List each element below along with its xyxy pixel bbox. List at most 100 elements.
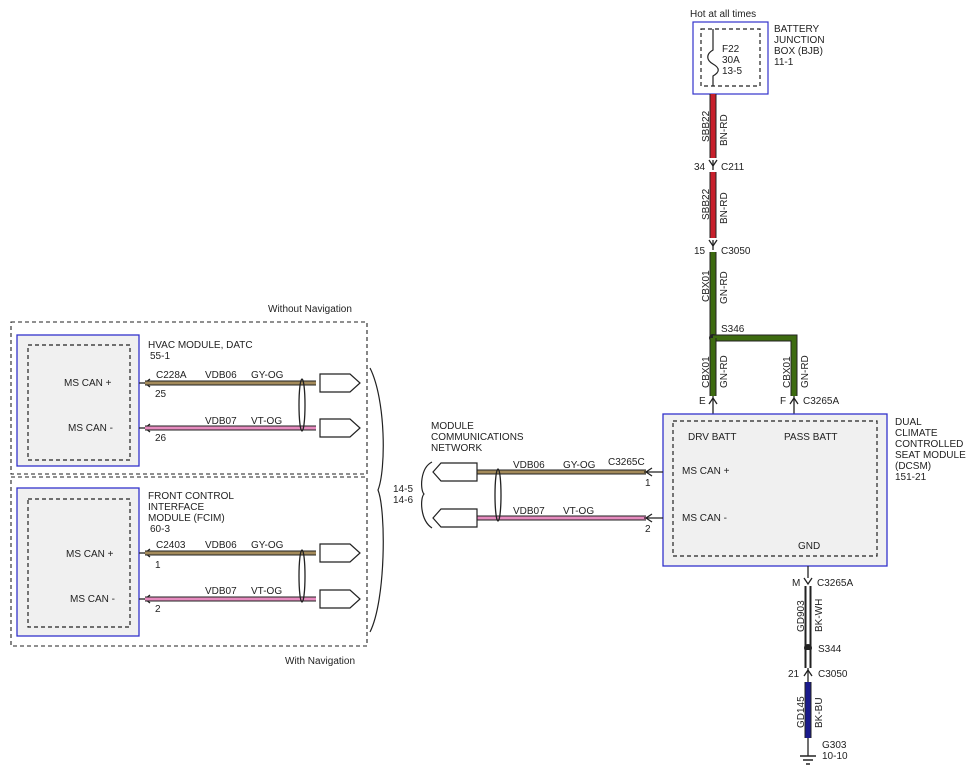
dcsm-drv-batt: DRV BATT bbox=[688, 432, 737, 443]
network-title-1: MODULE bbox=[431, 421, 474, 432]
wire-cbx01-main-color: GN-RD bbox=[719, 271, 730, 304]
dcsm-twisted-pair bbox=[494, 468, 502, 522]
wire-cbx01-left-circuit: CBX01 bbox=[701, 356, 712, 388]
hvac-ms-can-plus: MS CAN + bbox=[64, 378, 112, 389]
hvac-offpage-minus bbox=[319, 418, 361, 438]
wire-cbx01-left-color: GN-RD bbox=[719, 355, 730, 388]
bjb-inner-dashed bbox=[700, 28, 761, 87]
hvac-wire-vdb06-color: GY-OG bbox=[251, 370, 284, 381]
fcim-pin-plus: 1 bbox=[155, 560, 161, 571]
hvac-connector: C228A bbox=[156, 370, 187, 381]
with-navigation-frame bbox=[10, 476, 368, 647]
ground-name: G303 bbox=[822, 740, 847, 751]
fuse-symbol bbox=[707, 29, 719, 86]
hvac-title-1: HVAC MODULE, DATC bbox=[148, 340, 253, 351]
wire-gd145-circuit: GD145 bbox=[796, 696, 807, 728]
c3265a-top-name: C3265A bbox=[803, 396, 839, 407]
dcsm-offpage-minus bbox=[432, 508, 478, 528]
ground-connector: C3265A bbox=[817, 578, 853, 589]
fcim-ms-can-plus: MS CAN + bbox=[66, 549, 114, 560]
hvac-wire-vdb07-color: VT-OG bbox=[251, 416, 282, 427]
fuse-rating: 30A bbox=[722, 55, 740, 66]
fcim-connector: C2403 bbox=[156, 540, 186, 551]
dcsm-title-3: CONTROLLED bbox=[895, 439, 963, 450]
fuse-name: F22 bbox=[722, 44, 740, 55]
wire-sbb22-lower-color: BN-RD bbox=[719, 192, 730, 224]
dcsm-title-1: DUAL bbox=[895, 417, 922, 428]
wire-sbb22-lower-circuit: SBB22 bbox=[701, 188, 712, 220]
without-navigation-frame bbox=[10, 321, 368, 475]
wire-gd903-color: BK-WH bbox=[814, 599, 825, 632]
without-navigation-group: Without Navigation MS CAN + MS CAN - HVA… bbox=[10, 304, 368, 475]
ground-pin-m: M bbox=[792, 578, 800, 589]
fcim-title-2: INTERFACE bbox=[148, 502, 204, 513]
dcsm-title-4: SEAT MODULE bbox=[895, 450, 966, 461]
dcsm-inner-dashed bbox=[672, 420, 878, 557]
network-brace bbox=[421, 461, 433, 529]
hvac-twisted-pair bbox=[298, 378, 306, 432]
fcim-offpage-plus bbox=[319, 543, 361, 563]
fcim-module-outline bbox=[16, 487, 140, 637]
fcim-wire-vdb06-color: GY-OG bbox=[251, 540, 284, 551]
dcsm-wire-vdb07-circuit: VDB07 bbox=[513, 506, 545, 517]
c211-name: C211 bbox=[721, 162, 745, 173]
c211-pin: 34 bbox=[694, 162, 706, 173]
fcim-title-1: FRONT CONTROL bbox=[148, 491, 234, 502]
bjb-title-3: BOX (BJB) bbox=[774, 46, 823, 57]
fcim-module-inner bbox=[27, 498, 131, 628]
fcim-offpage-minus bbox=[319, 589, 361, 609]
hvac-wire-vdb07-circuit: VDB07 bbox=[205, 416, 237, 427]
dcsm-pin-minus: 2 bbox=[645, 524, 651, 535]
ground-ref: 10-10 bbox=[822, 751, 848, 762]
ground-c3050-name: C3050 bbox=[818, 669, 848, 680]
dcsm-connector: C3265C bbox=[608, 457, 645, 468]
dcsm-pin-plus: 1 bbox=[645, 478, 651, 489]
dcsm-gnd: GND bbox=[798, 541, 820, 552]
dcsm-wire-vdb07-color: VT-OG bbox=[563, 506, 594, 517]
network-title-3: NETWORK bbox=[431, 443, 482, 454]
dcsm-pass-batt: PASS BATT bbox=[784, 432, 838, 443]
network-page-ref-1: 14-5 bbox=[393, 484, 413, 495]
with-navigation-group: With Navigation MS CAN + MS CAN - FRONT … bbox=[10, 476, 368, 667]
fcim-wire-vdb07-color: VT-OG bbox=[251, 586, 282, 597]
fcim-title-4: 60-3 bbox=[150, 524, 170, 535]
wire-cbx01-main-circuit: CBX01 bbox=[701, 270, 712, 302]
hvac-ms-can-minus: MS CAN - bbox=[68, 423, 113, 434]
left-group-bracket bbox=[369, 367, 384, 633]
dcsm-can-wires: C3265C 1 2 VDB06 GY-OG VDB07 VT-OG bbox=[421, 457, 663, 535]
bjb-title-1: BATTERY bbox=[774, 24, 820, 35]
hvac-wire-vdb06-circuit: VDB06 bbox=[205, 370, 237, 381]
fcim-ms-can-minus: MS CAN - bbox=[70, 594, 115, 605]
pin-e: E bbox=[699, 396, 706, 407]
network-title-2: COMMUNICATIONS bbox=[431, 432, 524, 443]
fcim-wire-vdb06-circuit: VDB06 bbox=[205, 540, 237, 551]
hvac-module-outline bbox=[16, 334, 140, 467]
dcsm-wire-vdb06-circuit: VDB06 bbox=[513, 460, 545, 471]
power-feed: SBB22 BN-RD 34 C211 SBB22 BN-RD 15 C3050… bbox=[694, 94, 839, 414]
dcsm-title-6: 151-21 bbox=[895, 472, 927, 483]
hvac-pin-minus: 26 bbox=[155, 433, 167, 444]
c3050-top-name: C3050 bbox=[721, 246, 751, 257]
wire-gd903-circuit: GD903 bbox=[796, 600, 807, 632]
network-label: MODULE COMMUNICATIONS NETWORK 14-5 14-6 bbox=[393, 421, 524, 506]
c3050-top-pin: 15 bbox=[694, 246, 706, 257]
network-page-ref-2: 14-6 bbox=[393, 495, 413, 506]
connector-c211: 34 C211 bbox=[694, 159, 745, 173]
hvac-module-inner bbox=[27, 344, 131, 461]
wire-gd145-color: BK-BU bbox=[814, 697, 825, 728]
fcim-wire-vdb07-circuit: VDB07 bbox=[205, 586, 237, 597]
dcsm-outline bbox=[662, 413, 888, 567]
bjb-outline bbox=[692, 21, 769, 95]
wire-cbx01-right-circuit: CBX01 bbox=[782, 356, 793, 388]
fuse-ref: 13-5 bbox=[722, 66, 742, 77]
ground-circuit: M C3265A GD903 BK-WH S344 21 C3050 GD145… bbox=[788, 566, 853, 765]
dcsm-ms-can-minus: MS CAN - bbox=[682, 513, 727, 524]
fcim-twisted-pair bbox=[298, 549, 306, 603]
splice-s346-label: S346 bbox=[721, 324, 745, 335]
connector-c3265a-top: E F C3265A bbox=[699, 396, 839, 414]
hot-at-all-times-label: Hot at all times bbox=[690, 9, 756, 20]
without-navigation-caption: Without Navigation bbox=[268, 304, 352, 315]
with-navigation-caption: With Navigation bbox=[285, 656, 355, 667]
splice-s344-label: S344 bbox=[818, 644, 842, 655]
